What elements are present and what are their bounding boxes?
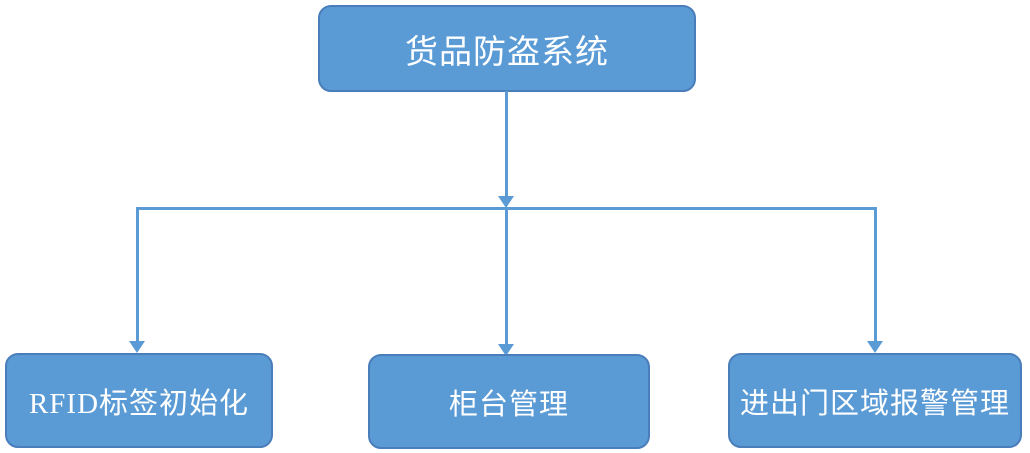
root-node-label: 货品防盗系统 (405, 34, 609, 71)
arrow-down-right-icon (867, 341, 883, 353)
root-node-goods-antitheft-system: 货品防盗系统 (318, 5, 696, 92)
child-node-entry-exit-area-alarm-management: 进出门区域报警管理 (728, 353, 1022, 448)
connector-left-vertical-line (136, 208, 139, 341)
child-node-label: 进出门区域报警管理 (739, 387, 1010, 420)
child-node-label: 柜台管理 (448, 388, 569, 421)
child-node-counter-management: 柜台管理 (368, 354, 650, 449)
connector-trunk-vertical-line (505, 91, 508, 197)
child-node-rfid-tag-initialization: RFID标签初始化 (5, 353, 273, 448)
arrow-down-middle-icon (498, 344, 514, 356)
child-node-label: RFID标签初始化 (28, 387, 250, 420)
arrow-down-left-icon (129, 341, 145, 353)
connector-right-vertical-line (874, 208, 877, 341)
arrow-down-trunk-icon (498, 196, 514, 208)
connector-middle-vertical-line (505, 208, 508, 344)
